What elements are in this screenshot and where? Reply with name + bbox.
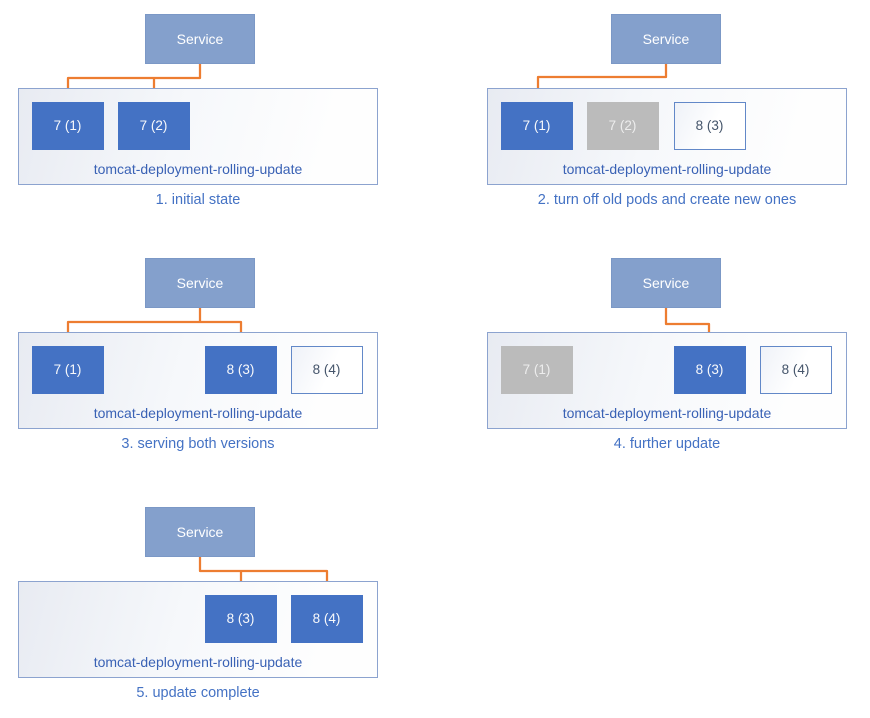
panel-caption: 1. initial state [155, 192, 241, 208]
panel-caption: 5. update complete [136, 685, 260, 701]
deployment-box: 7 (1) 8 (3) 8 (4) tomcat-deployment-roll… [18, 332, 378, 429]
panel-initial-state: Service 7 (1) 7 (2) tomcat-deployment-ro… [0, 0, 435, 232]
pod-8-3: 8 (3) [673, 345, 746, 394]
deployment-box: 7 (1) 7 (2) tomcat-deployment-rolling-up… [18, 88, 378, 185]
pod-7-1: 7 (1) [500, 345, 573, 394]
pod-7-2: 7 (2) [586, 101, 659, 150]
deployment-label: tomcat-deployment-rolling-update [562, 405, 772, 421]
pod-8-4: 8 (4) [290, 594, 363, 643]
service-box: Service [145, 507, 255, 557]
pod-8-3: 8 (3) [204, 345, 277, 394]
service-box: Service [145, 258, 255, 308]
deployment-box: 8 (3) 8 (4) tomcat-deployment-rolling-up… [18, 581, 378, 678]
pod-7-2: 7 (2) [117, 101, 190, 150]
service-label: Service [176, 524, 224, 540]
pod-8-4: 8 (4) [759, 345, 832, 394]
service-label: Service [642, 31, 690, 47]
deployment-label: tomcat-deployment-rolling-update [93, 654, 303, 670]
panel-further-update: Service 7 (1) 8 (3) 8 (4) tomcat-deploym… [435, 244, 870, 476]
panel-caption: 2. turn off old pods and create new ones [537, 192, 797, 208]
panel-caption: 4. further update [613, 436, 721, 452]
service-box: Service [145, 14, 255, 64]
panel-update-complete: Service 8 (3) 8 (4) tomcat-deployment-ro… [0, 493, 435, 718]
deployment-label: tomcat-deployment-rolling-update [93, 405, 303, 421]
deployment-box: 7 (1) 7 (2) 8 (3) tomcat-deployment-roll… [487, 88, 847, 185]
pod-8-3: 8 (3) [673, 101, 746, 150]
service-label: Service [176, 31, 224, 47]
pod-8-3: 8 (3) [204, 594, 277, 643]
service-label: Service [176, 275, 224, 291]
pod-7-1: 7 (1) [500, 101, 573, 150]
service-box: Service [611, 14, 721, 64]
deployment-label: tomcat-deployment-rolling-update [93, 161, 303, 177]
panel-turn-off-old-pods: Service 7 (1) 7 (2) 8 (3) tomcat-deploym… [435, 0, 870, 232]
panel-serving-both-versions: Service 7 (1) 8 (3) 8 (4) tomcat-deploym… [0, 244, 435, 476]
deployment-box: 7 (1) 8 (3) 8 (4) tomcat-deployment-roll… [487, 332, 847, 429]
service-box: Service [611, 258, 721, 308]
panel-caption: 3. serving both versions [121, 436, 275, 452]
pod-7-1: 7 (1) [31, 101, 104, 150]
service-label: Service [642, 275, 690, 291]
deployment-label: tomcat-deployment-rolling-update [562, 161, 772, 177]
pod-8-4: 8 (4) [290, 345, 363, 394]
pod-7-1: 7 (1) [31, 345, 104, 394]
